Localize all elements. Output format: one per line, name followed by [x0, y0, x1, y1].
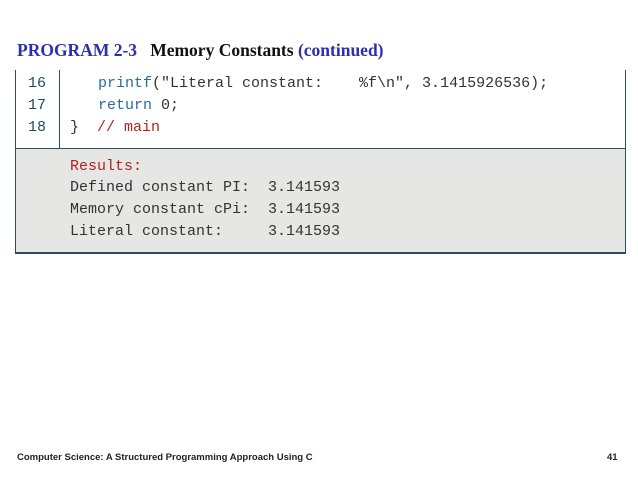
page-number: 41 — [607, 452, 618, 463]
program-title: PROGRAM 2-3 Memory Constants (continued) — [17, 40, 384, 61]
line-number: 16 — [28, 75, 47, 92]
program-name: Memory Constants — [150, 40, 294, 60]
code-function: printf — [98, 75, 153, 92]
result-line: Literal constant: 3.141593 — [70, 223, 341, 240]
code-line: printf("Literal constant: %f\n", 3.14159… — [98, 75, 548, 92]
code-line: return 0; — [98, 97, 179, 114]
line-number: 18 — [28, 119, 47, 136]
code-line: } // main — [70, 119, 160, 136]
code-text: ("Literal constant: %f\n", 3.1415926536)… — [152, 75, 549, 92]
results-header: Results: — [70, 158, 143, 175]
line-number-divider — [59, 70, 60, 148]
footer-book-title: Computer Science: A Structured Programmi… — [17, 452, 313, 463]
program-label: PROGRAM 2-3 — [17, 40, 138, 60]
code-text: 0; — [152, 97, 180, 114]
line-number: 17 — [28, 97, 47, 114]
continued-label: (continued) — [297, 40, 384, 60]
results-block: Results: Defined constant PI: 3.141593 M… — [16, 149, 625, 252]
result-line: Memory constant cPi: 3.141593 — [70, 201, 341, 218]
program-listing: 16 printf("Literal constant: %f\n", 3.14… — [15, 70, 626, 254]
code-keyword: return — [98, 97, 153, 114]
result-line: Defined constant PI: 3.141593 — [70, 179, 341, 196]
code-comment: // main — [97, 119, 161, 136]
code-block: 16 printf("Literal constant: %f\n", 3.14… — [16, 70, 625, 149]
code-brace: } — [70, 119, 80, 136]
